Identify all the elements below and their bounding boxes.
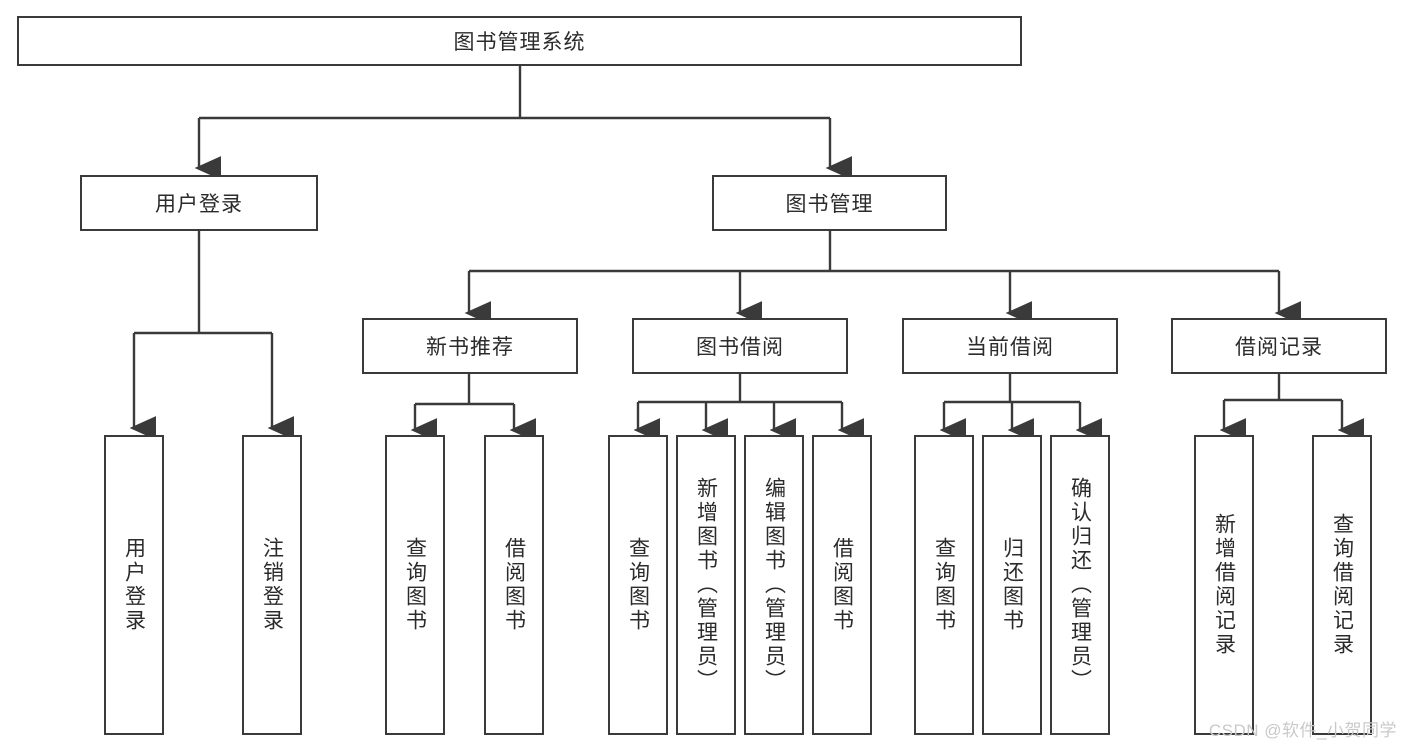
- leaf-user-login[interactable]: 用户登录: [104, 435, 164, 735]
- leaf-query-book-1-label: 查询图书: [403, 537, 427, 633]
- node-user-login-label: 用户登录: [155, 193, 243, 216]
- leaf-add-book-label: 新增图书（管理员）: [694, 477, 718, 693]
- leaf-add-book[interactable]: 新增图书（管理员）: [676, 435, 736, 735]
- leaf-borrow-book-1[interactable]: 借阅图书: [484, 435, 544, 735]
- leaf-confirm-return-label: 确认归还（管理员）: [1068, 477, 1092, 693]
- node-book-management-label: 图书管理: [785, 193, 874, 216]
- leaf-edit-book-label: 编辑图书（管理员）: [762, 477, 786, 693]
- node-book-management[interactable]: 图书管理: [712, 175, 947, 231]
- leaf-query-book-2[interactable]: 查询图书: [608, 435, 668, 735]
- node-root-label: 图书管理系统: [453, 31, 586, 54]
- leaf-logout[interactable]: 注销登录: [242, 435, 302, 735]
- leaf-query-record[interactable]: 查询借阅记录: [1312, 435, 1372, 735]
- leaf-logout-label: 注销登录: [260, 537, 284, 633]
- node-root[interactable]: 图书管理系统: [17, 16, 1022, 66]
- node-current-borrow[interactable]: 当前借阅: [902, 318, 1118, 374]
- node-new-book-recommend[interactable]: 新书推荐: [362, 318, 578, 374]
- node-borrow-record[interactable]: 借阅记录: [1171, 318, 1387, 374]
- leaf-query-book-3-label: 查询图书: [932, 537, 956, 633]
- node-borrow-record-label: 借阅记录: [1235, 336, 1323, 359]
- leaf-query-book-3[interactable]: 查询图书: [914, 435, 974, 735]
- leaf-return-book[interactable]: 归还图书: [982, 435, 1042, 735]
- node-current-borrow-label: 当前借阅: [966, 336, 1054, 359]
- leaf-query-book-2-label: 查询图书: [626, 537, 650, 633]
- leaf-edit-book[interactable]: 编辑图书（管理员）: [744, 435, 804, 735]
- leaf-return-book-label: 归还图书: [1000, 537, 1024, 633]
- leaf-add-record-label: 新增借阅记录: [1212, 513, 1236, 657]
- node-new-book-recommend-label: 新书推荐: [426, 336, 514, 359]
- node-book-borrow[interactable]: 图书借阅: [632, 318, 848, 374]
- leaf-query-record-label: 查询借阅记录: [1330, 513, 1354, 657]
- leaf-query-book-1[interactable]: 查询图书: [385, 435, 445, 735]
- leaf-add-record[interactable]: 新增借阅记录: [1194, 435, 1254, 735]
- csdn-watermark: CSDN @软件_小贺同学: [1208, 721, 1397, 740]
- node-user-login[interactable]: 用户登录: [80, 175, 318, 231]
- leaf-borrow-book-2-label: 借阅图书: [830, 537, 854, 633]
- leaf-borrow-book-2[interactable]: 借阅图书: [812, 435, 872, 735]
- leaf-confirm-return[interactable]: 确认归还（管理员）: [1050, 435, 1110, 735]
- node-book-borrow-label: 图书借阅: [696, 336, 784, 359]
- leaf-user-login-label: 用户登录: [122, 537, 146, 633]
- leaf-borrow-book-1-label: 借阅图书: [502, 537, 526, 633]
